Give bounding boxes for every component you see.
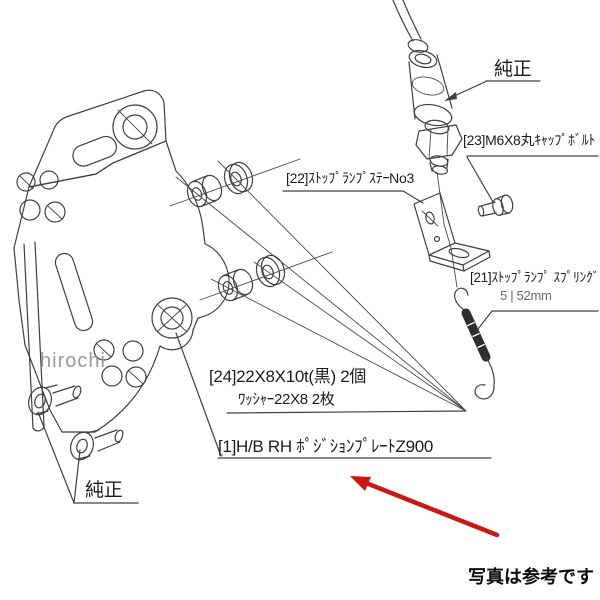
part22-label: [22]ｽﾄｯﾌﾟﾗﾝﾌﾟｽﾃｰNo3	[286, 170, 414, 186]
stop-lamp-stay-drawing	[413, 192, 491, 272]
genuine-label-top: 純正	[494, 59, 532, 80]
genuine-label-bottom: 純正	[85, 480, 123, 501]
socket-cap-bolt-upper	[28, 384, 82, 416]
collar-spacer-lower	[217, 268, 254, 302]
stop-lamp-spring-drawing	[454, 287, 495, 400]
part24-label-line2: ﾜｯｼｬｰ22X8 2枚	[238, 391, 335, 408]
axis-line-lower	[199, 251, 333, 301]
collar-spacer-upper	[186, 174, 223, 208]
washer-lower	[255, 254, 286, 288]
stop-lamp-switch-drawing	[392, 0, 463, 288]
callout-lines	[37, 155, 599, 504]
watermark-text: hirochi	[40, 350, 106, 372]
axis-line-upper	[169, 158, 301, 207]
genuine-top-leader	[444, 80, 541, 101]
part21-label-line2: 5 | 52mm	[500, 288, 552, 303]
m6x8-cap-bolt-drawing	[477, 194, 514, 217]
part21-label-line1: [21]ｽﾄｯﾌﾟﾗﾝﾌﾟ ｽﾌﾟﾘﾝｸﾞ	[470, 270, 600, 285]
reference-note: 写真は参考です	[468, 567, 594, 587]
red-arrow-icon	[350, 476, 500, 538]
position-plate-drawing	[13, 89, 230, 433]
socket-cap-bolt-lower	[70, 429, 124, 461]
part23-label: [23]M6X8丸ｷｬｯﾌﾟﾎﾞﾙﾄ	[463, 132, 596, 148]
part1-label: [1]H/B RH ﾎﾟｼﾞｼｮﾝﾌﾟﾚｰﾄZ900	[218, 437, 434, 456]
washer-upper	[223, 161, 254, 195]
part24-label-line1: [24]22X8X10t(黒) 2個	[209, 367, 367, 386]
